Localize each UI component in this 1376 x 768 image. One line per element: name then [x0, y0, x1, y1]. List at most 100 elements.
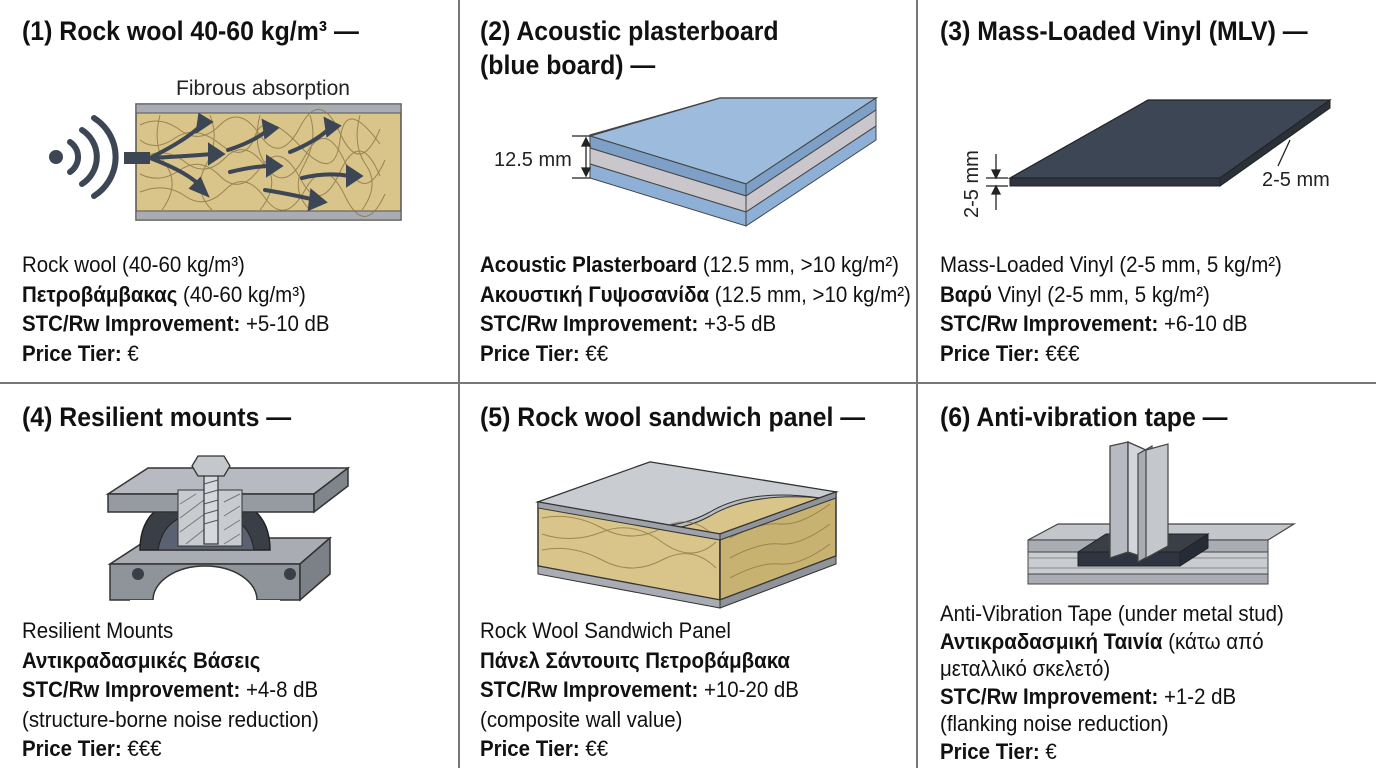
- name-greek-detail: (12.5 mm, >10 kg/m²): [709, 281, 911, 307]
- name-english: Mass-Loaded Vinyl (2-5 mm, 5 kg/m²): [940, 252, 1282, 277]
- stc-value: +10-20 dB: [698, 677, 799, 702]
- price-line: Price Tier: €: [22, 339, 330, 369]
- cell-title: (2) Acoustic plasterboard: [480, 16, 779, 46]
- cell-title: (1) Rock wool 40-60 kg/m³ —: [22, 16, 359, 46]
- price-value: €€: [579, 340, 609, 366]
- column-divider: [458, 0, 460, 768]
- price-line: Price Tier: €€€: [22, 734, 319, 764]
- stc-label: STC/Rw Improvement:: [940, 683, 1159, 709]
- cell-anti-vibration-tape: (6) Anti-vibration tape — Anti-Vibration…: [918, 384, 1376, 768]
- stc-note: (structure-borne noise reduction): [22, 706, 319, 732]
- stc-value: +5-10 dB: [240, 311, 330, 336]
- row-divider: [0, 382, 1376, 384]
- name-greek: Βαρύ: [940, 281, 992, 307]
- stc-value: +4-8 dB: [240, 677, 319, 702]
- stc-value: +6-10 dB: [1158, 311, 1248, 336]
- stc-label: STC/Rw Improvement:: [22, 677, 241, 702]
- vinyl-illustration: 2-5 mm 2-5 mm: [961, 99, 1332, 218]
- plasterboard-illustration: 12.5 mm: [494, 97, 878, 227]
- price-label: Price Tier:: [22, 340, 122, 366]
- stc-line: STC/Rw Improvement: +6-10 dB: [940, 309, 1282, 339]
- stc-label: STC/Rw Improvement:: [940, 311, 1159, 336]
- name-greek-line2: μεταλλικό σκελετό): [940, 656, 1111, 681]
- price-label: Price Tier:: [940, 738, 1040, 764]
- stc-line: STC/Rw Improvement: +4-8 dB: [22, 675, 319, 705]
- stc-label: STC/Rw Improvement:: [22, 311, 241, 336]
- cell-title: (3) Mass-Loaded Vinyl (MLV) —: [940, 16, 1308, 46]
- material-info: Rock wool (40-60 kg/m³) Πετροβάμβακας (4…: [22, 250, 330, 368]
- dimension-marker: [572, 135, 592, 179]
- name-english: Rock Wool Sandwich Panel: [480, 618, 731, 643]
- name-greek-line: Ακουστική Γυψοσανίδα (12.5 mm, >10 kg/m²…: [480, 280, 911, 310]
- stc-value: +1-2 dB: [1158, 683, 1237, 709]
- price-value: €: [121, 340, 139, 366]
- stc-value: +3-5 dB: [698, 311, 777, 336]
- price-label: Price Tier:: [940, 340, 1040, 366]
- price-value: €: [1039, 738, 1057, 764]
- name-greek-line: Αντικραδασμική Ταινία (κάτω από: [940, 628, 1284, 656]
- stc-label: STC/Rw Improvement:: [480, 677, 699, 702]
- cell-rock-wool: (1) Rock wool 40-60 kg/m³ — Fibrous abso…: [0, 0, 458, 382]
- cell-mass-loaded-vinyl: (3) Mass-Loaded Vinyl (MLV) — 2-5 mm 2-5…: [918, 0, 1376, 382]
- cell-sandwich-panel: (5) Rock wool sandwich panel — Rock Wool…: [460, 384, 916, 768]
- name-greek: Πάνελ Σάντουιτς Πετροβάμβακα: [480, 647, 791, 673]
- material-info: Acoustic Plasterboard (12.5 mm, >10 kg/m…: [480, 250, 911, 368]
- name-greek-detail: (κάτω από: [1162, 628, 1264, 654]
- material-info: Anti-Vibration Tape (under metal stud) Α…: [940, 600, 1284, 765]
- name-english-detail: (12.5 mm, >10 kg/m²): [697, 252, 899, 277]
- name-english: Resilient Mounts: [22, 618, 174, 643]
- name-english-line: Acoustic Plasterboard (12.5 mm, >10 kg/m…: [480, 250, 911, 280]
- price-label: Price Tier:: [480, 340, 580, 366]
- stc-note: (flanking noise reduction): [940, 711, 1169, 736]
- name-greek-line: Πετροβάμβακας (40-60 kg/m³): [22, 280, 330, 310]
- cell-title-line2: (blue board) —: [480, 50, 656, 80]
- sandwich-panel-illustration: [535, 461, 839, 609]
- stc-line: STC/Rw Improvement: +10-20 dB: [480, 675, 799, 705]
- name-greek: Πετροβάμβακας: [22, 281, 178, 307]
- stc-line: STC/Rw Improvement: +5-10 dB: [22, 309, 330, 339]
- sound-wave-icon: [49, 115, 119, 199]
- cell-title: (6) Anti-vibration tape —: [940, 402, 1228, 432]
- material-info: Rock Wool Sandwich Panel Πάνελ Σάντουιτς…: [480, 616, 799, 764]
- rock-wool-illustration: Fibrous absorption: [49, 77, 402, 221]
- dimension-label-horizontal: 2-5 mm: [1262, 169, 1330, 191]
- name-greek: Αντικραδασμική Ταινία: [940, 628, 1163, 654]
- material-info: Mass-Loaded Vinyl (2-5 mm, 5 kg/m²) Βαρύ…: [940, 250, 1282, 368]
- price-value: €€€: [1039, 340, 1080, 366]
- stc-line: STC/Rw Improvement: +3-5 dB: [480, 309, 911, 339]
- price-label: Price Tier:: [22, 736, 122, 761]
- price-label: Price Tier:: [480, 736, 580, 761]
- name-english: Anti-Vibration Tape (under metal stud): [940, 601, 1284, 626]
- stc-note: (composite wall value): [480, 706, 683, 732]
- cell-title: (5) Rock wool sandwich panel —: [480, 402, 866, 432]
- column-divider: [916, 0, 918, 768]
- dimension-label: 12.5 mm: [494, 149, 572, 171]
- name-english: Rock wool (40-60 kg/m³): [22, 252, 245, 277]
- illustration-label: Fibrous absorption: [176, 77, 350, 100]
- name-greek-line: Βαρύ Vinyl (2-5 mm, 5 kg/m²): [940, 280, 1282, 310]
- cell-resilient-mounts: (4) Resilient mounts —: [0, 384, 458, 768]
- hex-nut-icon: [191, 455, 231, 477]
- price-line: Price Tier: €€: [480, 734, 799, 764]
- material-info: Resilient Mounts Αντικραδασμικές Βάσεις …: [22, 616, 319, 764]
- stc-line: STC/Rw Improvement: +1-2 dB: [940, 683, 1284, 711]
- stc-label: STC/Rw Improvement:: [480, 311, 699, 336]
- price-line: Price Tier: €€€: [940, 339, 1282, 369]
- price-line: Price Tier: €: [940, 738, 1284, 766]
- cell-acoustic-plasterboard: (2) Acoustic plasterboard (blue board) —: [460, 0, 916, 382]
- resilient-mount-illustration: [105, 455, 351, 604]
- dimension-label-vertical: 2-5 mm: [961, 150, 983, 218]
- price-value: €€: [579, 736, 609, 761]
- name-greek: Ακουστική Γυψοσανίδα: [480, 281, 710, 307]
- price-value: €€€: [121, 736, 162, 761]
- name-greek-detail: Vinyl (2-5 mm, 5 kg/m²): [991, 281, 1210, 307]
- name-greek: Αντικραδασμικές Βάσεις: [22, 647, 261, 673]
- name-greek-detail: (40-60 kg/m³): [177, 281, 306, 307]
- dimension-marker: [986, 139, 1291, 210]
- anti-vibration-tape-illustration: [1027, 440, 1297, 585]
- name-english: Acoustic Plasterboard: [480, 252, 698, 277]
- cell-title: (4) Resilient mounts —: [22, 402, 292, 432]
- price-line: Price Tier: €€: [480, 339, 911, 369]
- absorption-arrows: [148, 112, 364, 212]
